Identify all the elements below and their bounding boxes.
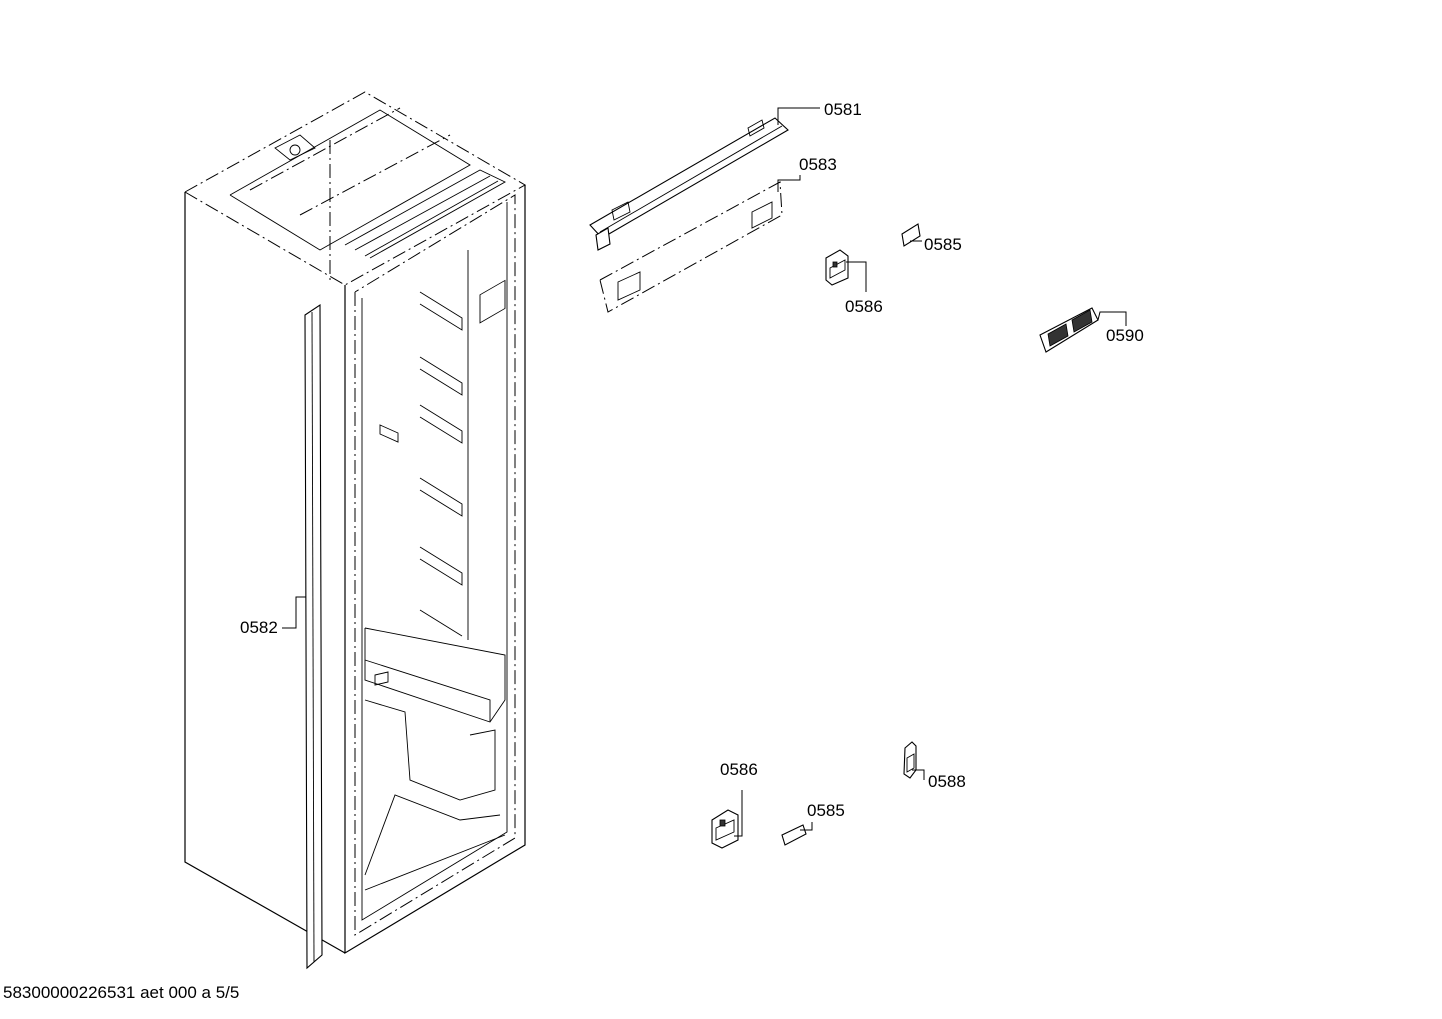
part-0586b-bracket (711, 790, 743, 849)
document-id: 58300000226531 aet 000 a 5/5 (3, 983, 240, 1002)
label-0588: 0588 (928, 772, 966, 791)
part-0585b-clip (781, 822, 813, 846)
label-0583: 0583 (799, 155, 837, 174)
part-0590-hinge-plate (1039, 307, 1127, 353)
shelf-rails (419, 291, 463, 637)
part-0583-panel (599, 175, 801, 313)
part-0582-seal-strip (282, 303, 323, 970)
part-0588-bracket (903, 741, 925, 780)
label-0581: 0581 (824, 100, 862, 119)
label-0586-upper: 0586 (845, 297, 883, 316)
label-0585-upper: 0585 (924, 235, 962, 254)
part-0581-rail (589, 107, 820, 251)
part-0585a-clip (901, 223, 922, 247)
part-0586a-bracket (825, 249, 867, 292)
refrigerator-cabinet (184, 91, 527, 955)
label-0586-lower: 0586 (720, 760, 758, 779)
label-0590: 0590 (1106, 326, 1144, 345)
label-0582: 0582 (240, 618, 278, 637)
label-0585-lower: 0585 (807, 801, 845, 820)
